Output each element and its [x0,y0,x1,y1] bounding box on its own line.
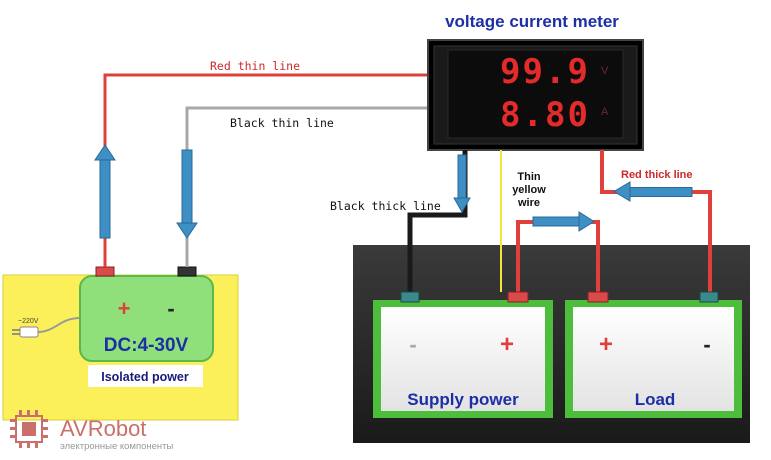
load-inner [573,307,734,411]
current-reading: 8.80 [500,95,590,135]
arrow-left-icon [613,181,693,202]
logo-tagline: электронные компоненты [60,441,174,452]
voltage-reading: 99.9 [500,52,590,92]
black-thick-label: Black thick line [330,199,441,213]
load-plus-symbol: + [599,331,613,358]
load-minus-terminal [699,291,719,303]
diagram-title: voltage current meter [445,12,619,31]
voltage-current-meter [427,39,644,151]
isolated-power-module [79,275,214,362]
isolated-minus-terminal [177,266,197,277]
load-label: Load [635,390,676,409]
load-plus-terminal [587,291,609,303]
chip-logo-icon [10,410,48,448]
supply-power-label: Supply power [407,390,519,409]
voltage-unit: V [601,65,609,77]
arrow-up-icon [94,144,116,239]
isolated-plus-terminal [95,266,115,277]
red-thick-label: Red thick line [621,169,693,181]
yellow-wire-label-2: yellow [512,184,546,196]
yellow-wire-label-3: wire [517,197,540,209]
isolated-minus-symbol: - [167,296,174,321]
current-unit: A [601,106,609,118]
black-thin-label: Black thin line [230,116,334,130]
supply-minus-terminal [400,291,420,303]
arrow-down-blue-icon [453,154,471,214]
black-thin-wire [185,106,443,267]
isolated-power-label: Isolated power [101,370,189,384]
yellow-wire-label-1: Thin [517,171,540,183]
supply-plus-symbol: + [500,331,514,358]
mains-plug-icon [12,317,81,338]
supply-plus-terminal [507,291,529,303]
mains-voltage-label: ~220V [18,318,39,325]
logo-name: AVRobot [60,416,146,441]
red-thin-wire [103,73,443,267]
arrow-down-icon [176,149,198,239]
isolated-power-label-box [88,365,203,387]
red-thin-label: Red thin line [210,59,300,73]
load-minus-symbol: - [703,332,710,357]
supply-minus-symbol: - [409,332,416,357]
isolated-plus-symbol: + [118,296,131,321]
arrow-right-icon [532,211,595,232]
isolated-voltage-text: DC:4-30V [104,335,189,356]
supply-power-inner [381,307,545,411]
